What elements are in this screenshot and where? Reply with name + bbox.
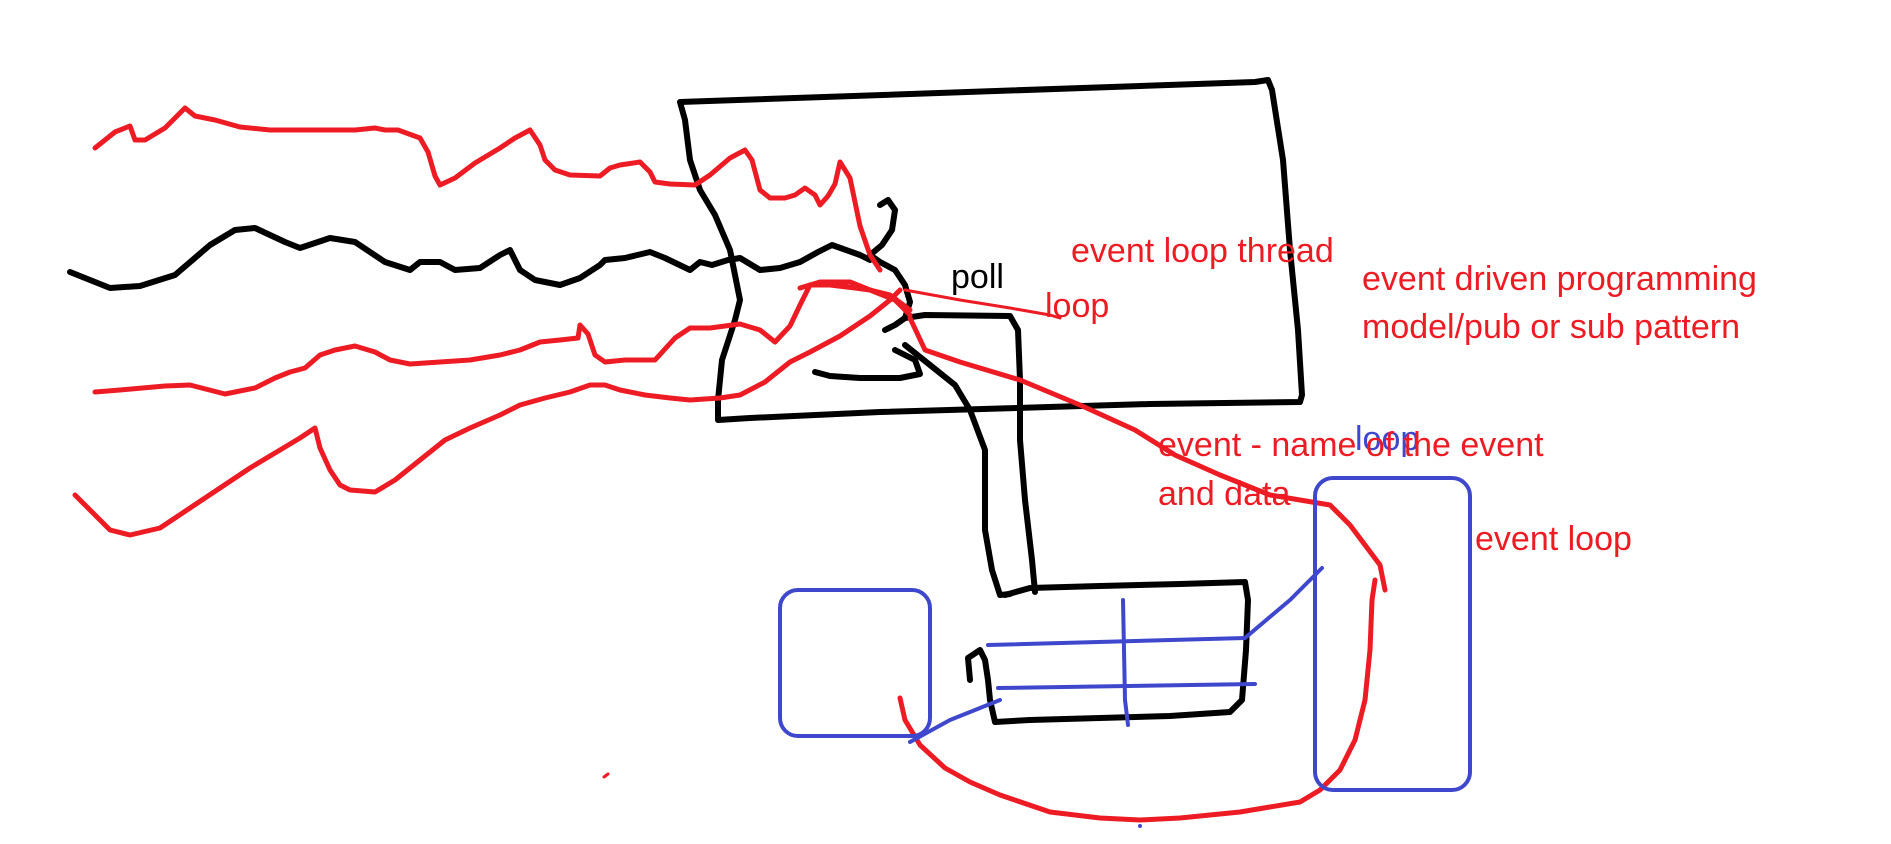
incoming-wave-red-3: [72, 287, 903, 538]
thread-box: [677, 77, 1305, 423]
red-tick: [602, 772, 610, 779]
red-return-curve: [907, 315, 1388, 593]
queue-column-line: [1121, 598, 1130, 727]
queue-box: [965, 579, 1251, 725]
pipe-left: [902, 342, 1013, 598]
poll-label: poll: [951, 258, 1004, 296]
event-loop-label: event loop: [1475, 520, 1632, 558]
event-loop-box: [1313, 476, 1472, 792]
event-driven-label-line2: model/pub or sub pattern: [1362, 308, 1740, 346]
producer-box: [778, 588, 932, 738]
blue-dot: [1138, 824, 1142, 828]
incoming-wave-black: [67, 225, 873, 291]
producer-to-queue-arrow: [908, 698, 1002, 744]
poll-thread-stroke: [797, 279, 913, 318]
queue-to-loop-connector: [1243, 566, 1324, 640]
inner-buffer-bottom: [812, 347, 923, 381]
loop-label-blue: loop: [1355, 420, 1419, 458]
queue-row-line-1: [986, 636, 1247, 647]
poll-to-loop-arrow: [903, 288, 1062, 320]
event-name-label-line2: and data: [1158, 475, 1290, 513]
event-driven-label-line1: event driven programming: [1362, 260, 1757, 298]
inner-buffer-box: [902, 312, 1038, 595]
event-name-label-line1: event - name of the event: [1158, 426, 1544, 464]
event-loop-thread-label: event loop thread: [1071, 232, 1334, 270]
red-outer-loop: [897, 577, 1378, 823]
loop-label-red: loop: [1045, 287, 1109, 325]
incoming-wave-red-1: [92, 105, 883, 273]
incoming-wave-red-2: [92, 282, 913, 397]
